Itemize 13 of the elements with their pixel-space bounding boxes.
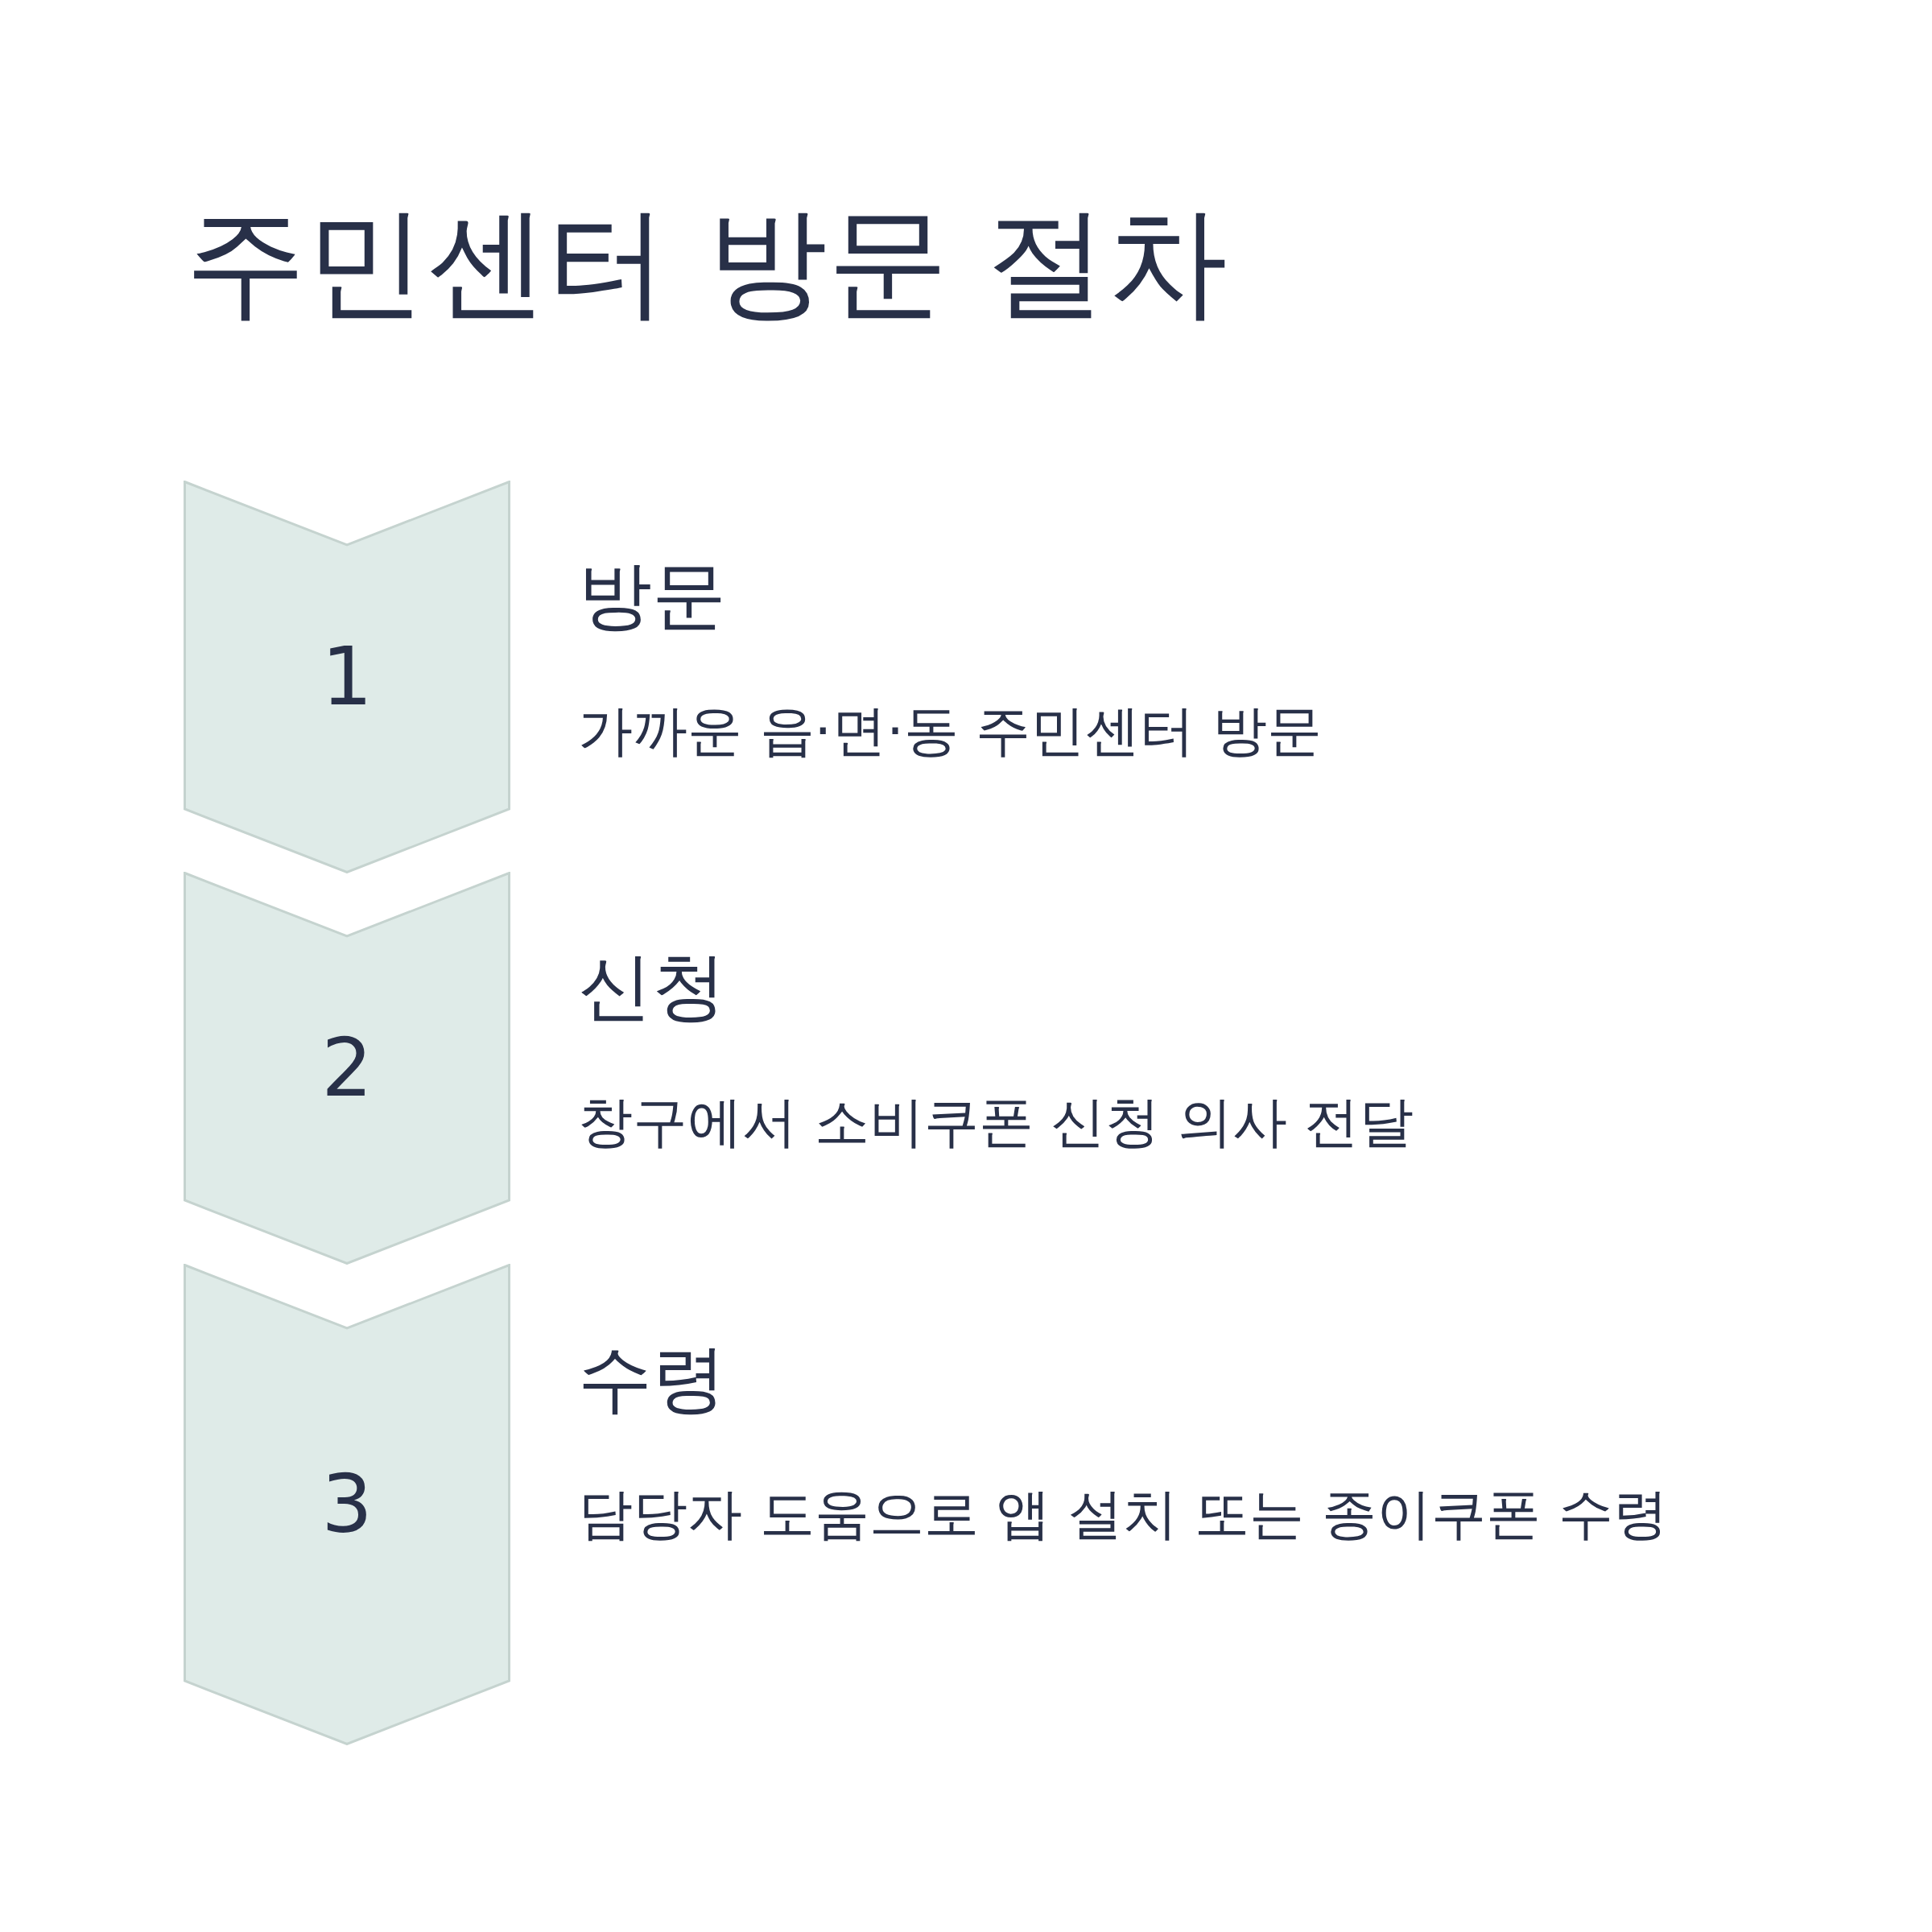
chevron-shape: [184, 1264, 510, 1745]
step-number: 2: [321, 1028, 373, 1108]
title: 주민센터 방문 절차: [185, 191, 1228, 333]
step-description: 담당자 도움으로 앱 설치 또는 종이쿠폰 수령: [578, 1481, 1669, 1547]
step-heading: 수령: [578, 1335, 726, 1423]
step-description: 창구에서 소비쿠폰 신청 의사 전달: [578, 1089, 1415, 1155]
chevron-shape: [184, 481, 510, 873]
step-number: 1: [321, 637, 373, 717]
chevron-shape: [184, 872, 510, 1265]
step-description: 가까운 읍·면·동 주민센터 방문: [578, 698, 1323, 764]
step-heading: 방문: [578, 551, 726, 640]
step-heading: 신청: [578, 943, 726, 1031]
step-number: 3: [321, 1464, 373, 1545]
